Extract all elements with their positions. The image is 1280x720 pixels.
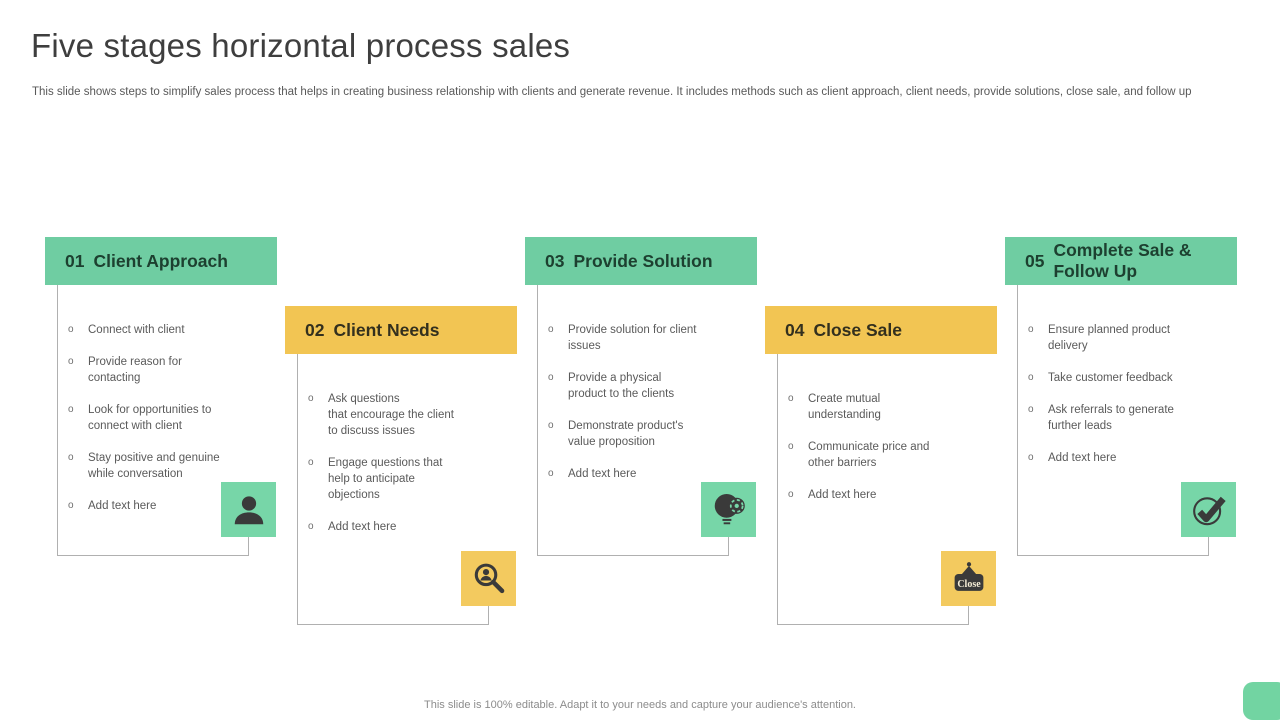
close-tag-label: Close: [957, 578, 981, 589]
bullet-text: Add text here: [808, 489, 877, 501]
bullet-item: o Provide solution for client issues: [548, 322, 724, 354]
icon-tile-05: [1181, 482, 1236, 537]
bullet-marker: o: [68, 500, 74, 511]
card-title: Close Sale: [813, 319, 902, 340]
bullet-text: Add text here: [1048, 452, 1117, 464]
bullet-item: o Demonstrate product's value proposition: [548, 418, 724, 450]
close-tag-icon: Close: [954, 561, 983, 591]
bullet-marker: o: [788, 489, 794, 500]
card-number: 04: [785, 319, 805, 340]
bullet-text: Provide solution for client issues: [568, 324, 697, 352]
card-number: 03: [545, 250, 565, 271]
bullet-text: Stay positive and genuine while conversa…: [88, 452, 220, 480]
bullet-item: o Add text here: [788, 487, 964, 503]
footer-note: This slide is 100% editable. Adapt it to…: [424, 699, 856, 711]
bullet-item: o Add text here: [1028, 450, 1204, 466]
card-header-04: 04 Close Sale: [765, 306, 997, 354]
bullet-text: Provide a physical product to the client…: [568, 372, 675, 400]
bullet-item: o Provide reason for contacting: [68, 354, 244, 386]
bullet-marker: o: [68, 404, 74, 415]
bullet-item: o Create mutual understanding: [788, 391, 964, 423]
bulb-gear-icon: [714, 493, 745, 524]
card-title: Client Needs: [333, 319, 440, 340]
card-number: 01: [65, 250, 85, 271]
connector-line: [728, 537, 729, 556]
card-header-03: 03 Provide Solution: [525, 237, 757, 285]
bullet-text: Ask referrals to generate further leads: [1048, 404, 1174, 432]
card-title: Client Approach: [93, 250, 228, 271]
icon-tile-04: Close: [941, 551, 996, 606]
card-number: 02: [305, 319, 325, 340]
bullet-item: o Engage questions that help to anticipat…: [308, 455, 484, 503]
bullet-text: Connect with client: [88, 324, 185, 336]
bullet-text: Add text here: [568, 468, 637, 480]
bullet-item: o Look for opportunities to connect with …: [68, 402, 244, 434]
bullet-marker: o: [1028, 324, 1034, 335]
bullet-item: o Add text here: [548, 466, 724, 482]
person-icon: [234, 495, 263, 524]
icon-tile-01: [221, 482, 276, 537]
bullet-text: Provide reason for contacting: [88, 356, 182, 384]
bullet-marker: o: [308, 457, 314, 468]
bullet-text: Add text here: [88, 500, 157, 512]
icon-tile-02: [461, 551, 516, 606]
slide-subtitle: This slide shows steps to simplify sales…: [32, 86, 1192, 98]
bullet-item: o Add text here: [68, 498, 244, 514]
bullet-text: Communicate price and other barriers: [808, 441, 930, 469]
card-body-02: o Ask questions that encourage the client…: [297, 354, 516, 625]
magnifier-user-icon: [474, 563, 504, 593]
bullet-text: Demonstrate product's value proposition: [568, 420, 684, 448]
bullet-item: o Communicate price and other barriers: [788, 439, 964, 471]
card-title: Provide Solution: [573, 250, 713, 271]
card-number: 05: [1025, 250, 1045, 271]
connector-line: [968, 606, 969, 625]
card-title: Complete Sale & Follow Up: [1053, 240, 1192, 281]
bullet-marker: o: [548, 324, 554, 335]
bullet-text: Ensure planned product delivery: [1048, 324, 1171, 352]
bullet-text: Create mutual understanding: [808, 393, 881, 421]
bullet-item: o Connect with client: [68, 322, 244, 338]
bullet-marker: o: [788, 441, 794, 452]
card-header-02: 02 Client Needs: [285, 306, 517, 354]
bullet-marker: o: [1028, 452, 1034, 463]
page-title: Five stages horizontal process sales: [31, 27, 571, 64]
bullet-marker: o: [788, 393, 794, 404]
bullet-marker: o: [548, 420, 554, 431]
bullet-marker: o: [308, 521, 314, 532]
bullet-marker: o: [1028, 404, 1034, 415]
check-circle-icon: [1192, 496, 1226, 525]
connector-line: [248, 537, 249, 556]
bullet-marker: o: [68, 356, 74, 367]
corner-accent-shape: [1243, 682, 1280, 720]
bullet-marker: o: [1028, 372, 1034, 383]
card-header-01: 01 Client Approach: [45, 237, 277, 285]
bullet-marker: o: [548, 468, 554, 479]
bullet-item: o Stay positive and genuine while convers…: [68, 450, 244, 482]
card-header-05: 05 Complete Sale & Follow Up: [1005, 237, 1237, 285]
bullet-marker: o: [68, 452, 74, 463]
bullet-item: o Ask referrals to generate further leads: [1028, 402, 1204, 434]
bullet-item: o Take customer feedback: [1028, 370, 1204, 386]
bullet-item: o Add text here: [308, 519, 484, 535]
bullet-text: Take customer feedback: [1048, 372, 1173, 384]
bullet-text: Ask questions that encourage the client …: [328, 393, 454, 437]
connector-line: [1208, 537, 1209, 556]
bullet-item: o Provide a physical product to the clien…: [548, 370, 724, 402]
bullet-marker: o: [308, 393, 314, 404]
connector-line: [488, 606, 489, 625]
bullet-marker: o: [68, 324, 74, 335]
bullet-text: Engage questions that help to anticipate…: [328, 457, 443, 501]
bullet-item: o Ask questions that encourage the client…: [308, 391, 484, 439]
bullet-marker: o: [548, 372, 554, 383]
bullet-item: o Ensure planned product delivery: [1028, 322, 1204, 354]
bullet-text: Look for opportunities to connect with c…: [88, 404, 212, 432]
bullet-text: Add text here: [328, 521, 397, 533]
icon-tile-03: [701, 482, 756, 537]
